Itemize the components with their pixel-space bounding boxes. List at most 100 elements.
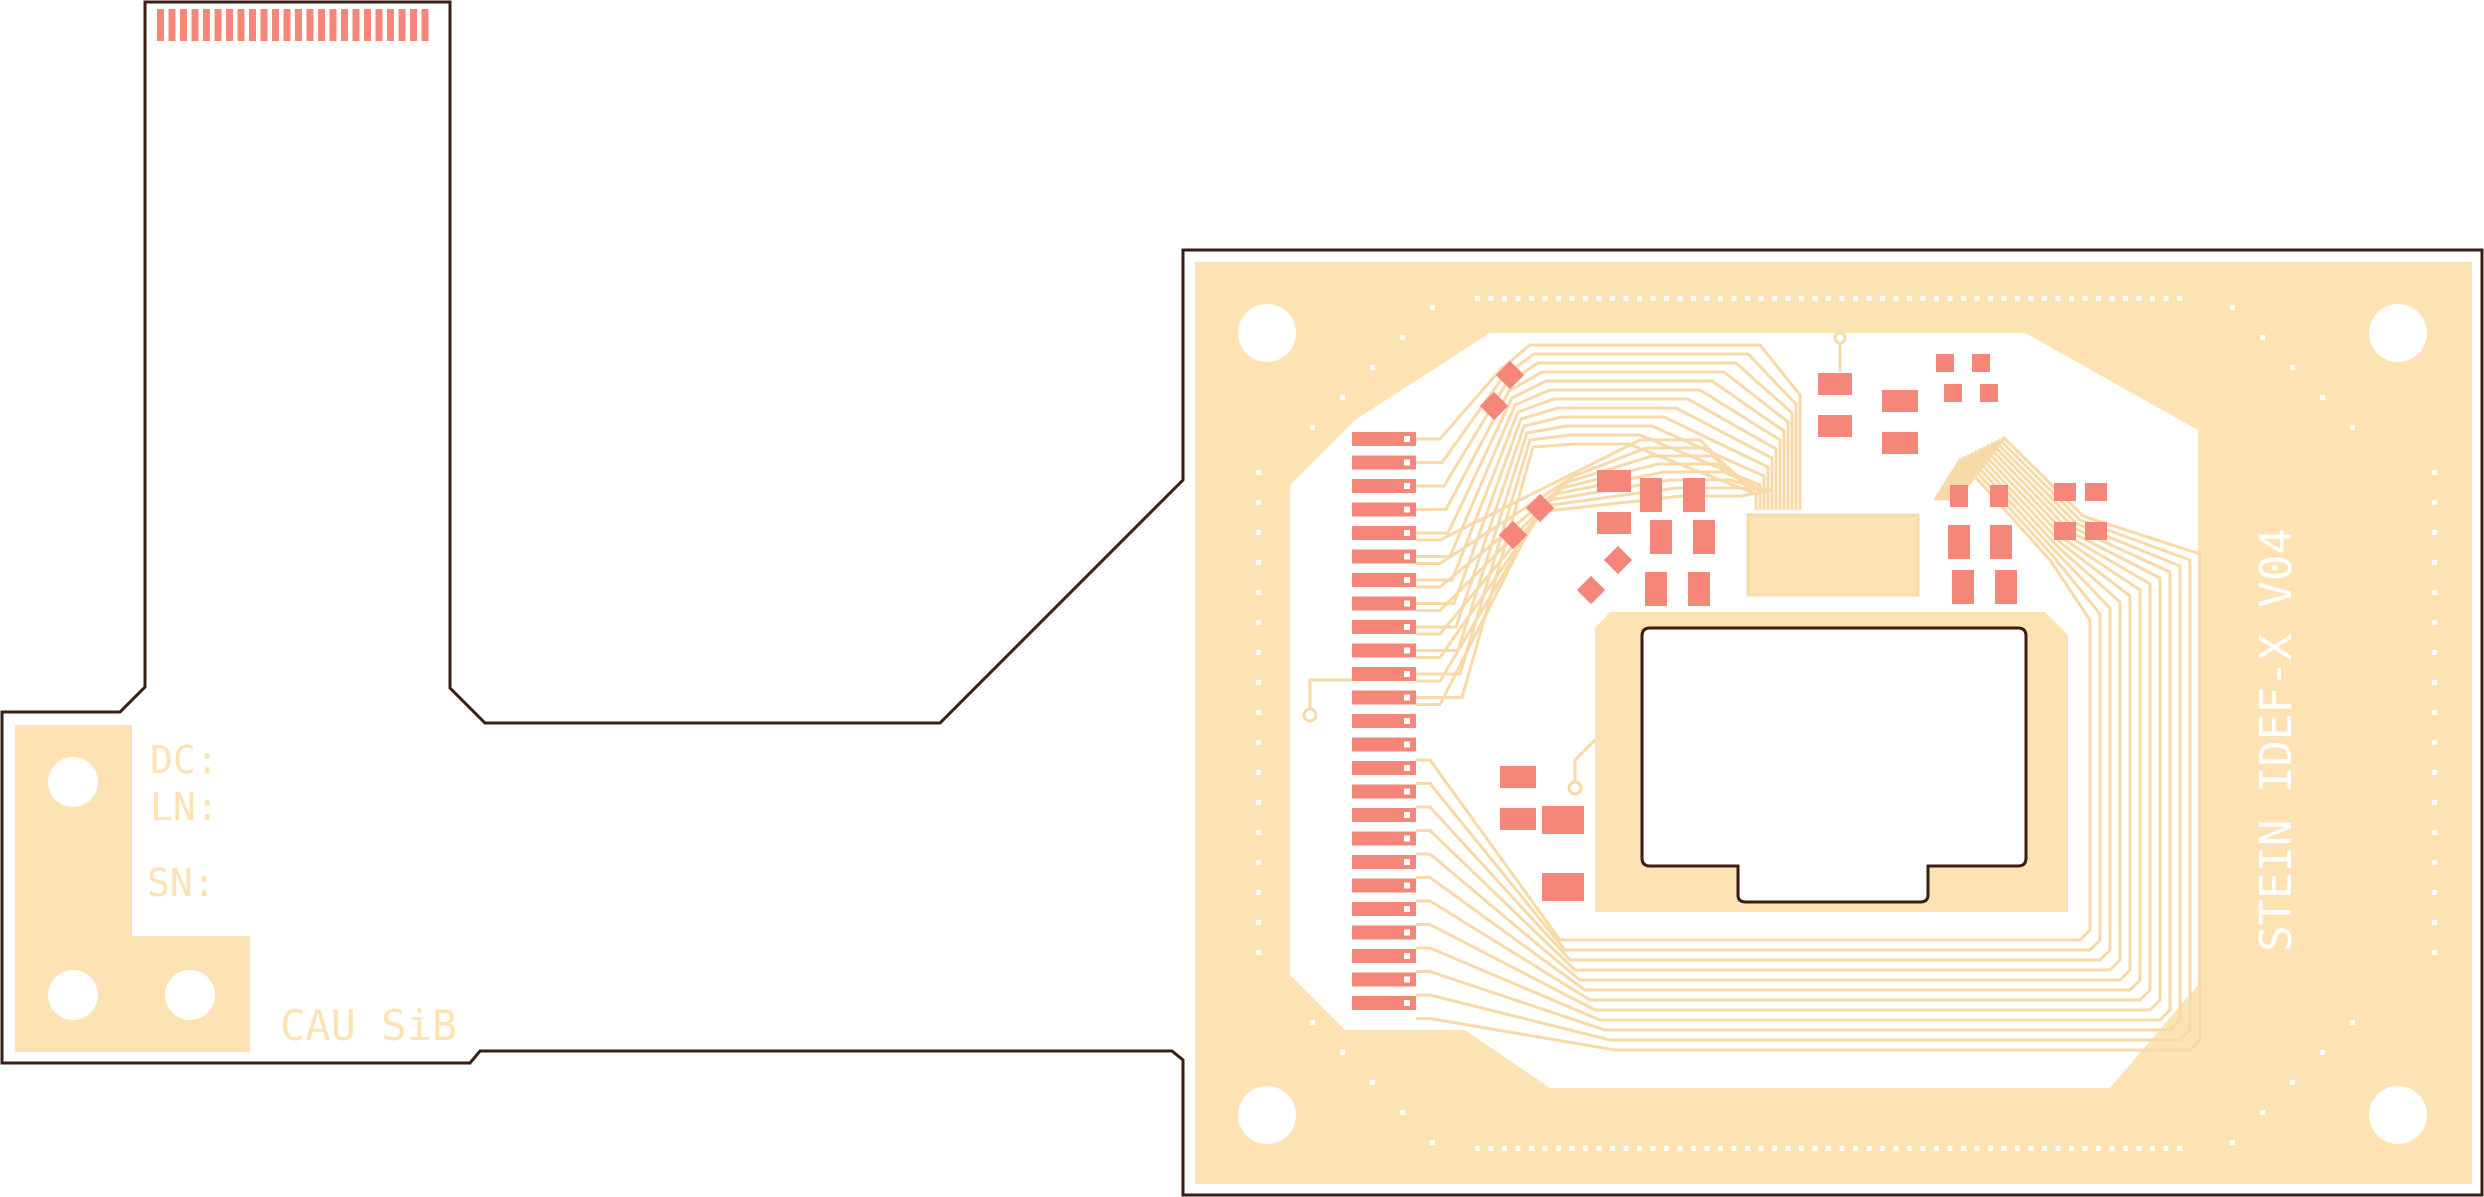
connector-pad [1352, 667, 1416, 681]
pad-via [1404, 577, 1410, 583]
via-dot [1880, 296, 1885, 301]
smd-pad [1603, 545, 1633, 575]
via-dot [1488, 296, 1494, 301]
flex-finger-pad [306, 9, 314, 41]
via-dot [1799, 1146, 1804, 1151]
via-dot [1623, 296, 1629, 301]
via-dot [1256, 710, 1261, 715]
via-dot [1515, 296, 1521, 301]
via-dot [1853, 296, 1858, 301]
smd-pad [1525, 493, 1555, 523]
trace [1308, 678, 1352, 715]
smd-pad [1948, 525, 1970, 559]
flex-connector-pads [157, 9, 429, 41]
via-dot [2136, 296, 2142, 301]
trace [1416, 352, 1798, 510]
connector-pad [1352, 878, 1416, 893]
via-dot [1731, 296, 1737, 301]
pad-via [1404, 812, 1410, 818]
via-dot [2432, 740, 2437, 745]
connector-pad [1352, 714, 1416, 728]
trace [1416, 370, 1790, 511]
trace [1416, 406, 1774, 605]
via-dot [2432, 560, 2437, 565]
via-dot [2432, 470, 2437, 475]
trace [1416, 441, 2172, 1022]
smd-pad [2085, 522, 2107, 540]
trace [1416, 447, 2142, 992]
via-dot [2109, 1146, 2115, 1151]
via-dot [1475, 1146, 1480, 1151]
via-dot [2055, 1146, 2061, 1151]
via-dot [1256, 620, 1261, 625]
flex-finger-pad [295, 9, 302, 41]
via-dot [1785, 1146, 1791, 1151]
via-dot [2432, 890, 2437, 895]
connector-pad [1352, 620, 1416, 634]
connector-pad [1352, 925, 1416, 940]
via-dot [1256, 770, 1261, 775]
via-dot [2015, 296, 2020, 301]
via-dot [1310, 425, 1315, 430]
via-dot [1400, 1110, 1405, 1115]
via-dot [1988, 1146, 1993, 1151]
connector-pad [1352, 761, 1416, 775]
via-dot [1704, 296, 1710, 301]
via-dot [2042, 296, 2047, 301]
via-dot [1677, 296, 1683, 301]
via-dot [1256, 890, 1261, 895]
via-dot [2432, 920, 2437, 925]
smd-pad [1972, 354, 1990, 372]
connector-pad [1352, 432, 1416, 446]
pad-via [1404, 953, 1410, 959]
via-dot [1650, 1146, 1656, 1151]
smd-pad [1500, 808, 1536, 830]
via-dot [2290, 1080, 2295, 1085]
flex-finger-pad [283, 9, 291, 41]
via-dot [2096, 1146, 2101, 1151]
via-dot [2432, 950, 2437, 955]
connector-pad [1352, 831, 1416, 846]
flex-finger-pad [249, 9, 256, 41]
connector-pad [1352, 972, 1416, 987]
pad-via [1404, 459, 1410, 466]
smd-pad [1645, 572, 1667, 606]
via-dot [1542, 296, 1548, 301]
via-dot [1256, 740, 1261, 745]
via-dot [2015, 1146, 2020, 1151]
smd-pad [1990, 525, 2012, 559]
ln-label: LN: [150, 785, 219, 829]
flex-finger-pad [421, 9, 429, 41]
trace [1416, 446, 1754, 565]
via-dot [2432, 710, 2437, 715]
mounting-hole [2369, 304, 2427, 362]
via-dot [1256, 950, 1261, 955]
via-dot [1934, 296, 1939, 301]
connector-pad [1352, 690, 1416, 705]
via-dot [1610, 296, 1615, 301]
via-dot [2350, 425, 2355, 430]
smd-pad [1542, 806, 1584, 834]
via-dot [1256, 560, 1261, 565]
via-dot [1839, 1146, 1845, 1151]
via-dot [1907, 296, 1912, 301]
flex-finger-pad [214, 9, 222, 41]
via-dot [2432, 590, 2437, 595]
mounting-hole [48, 757, 98, 807]
trace [1416, 397, 1778, 582]
via-dot [1502, 296, 1507, 301]
pad-via [1404, 694, 1410, 701]
pad-via [1404, 624, 1410, 630]
via-dot [1370, 365, 1375, 370]
trace [1416, 486, 1769, 683]
flex-finger-pad [180, 9, 187, 41]
flex-finger-pad [191, 9, 199, 41]
connector-pad [1352, 737, 1416, 752]
pad-via [1404, 436, 1410, 442]
trace [1416, 445, 2152, 1002]
via-dot [2136, 1146, 2142, 1151]
pad-via [1404, 788, 1410, 795]
sensor-window-cutout [1640, 626, 2028, 904]
via-dot [1893, 296, 1899, 301]
